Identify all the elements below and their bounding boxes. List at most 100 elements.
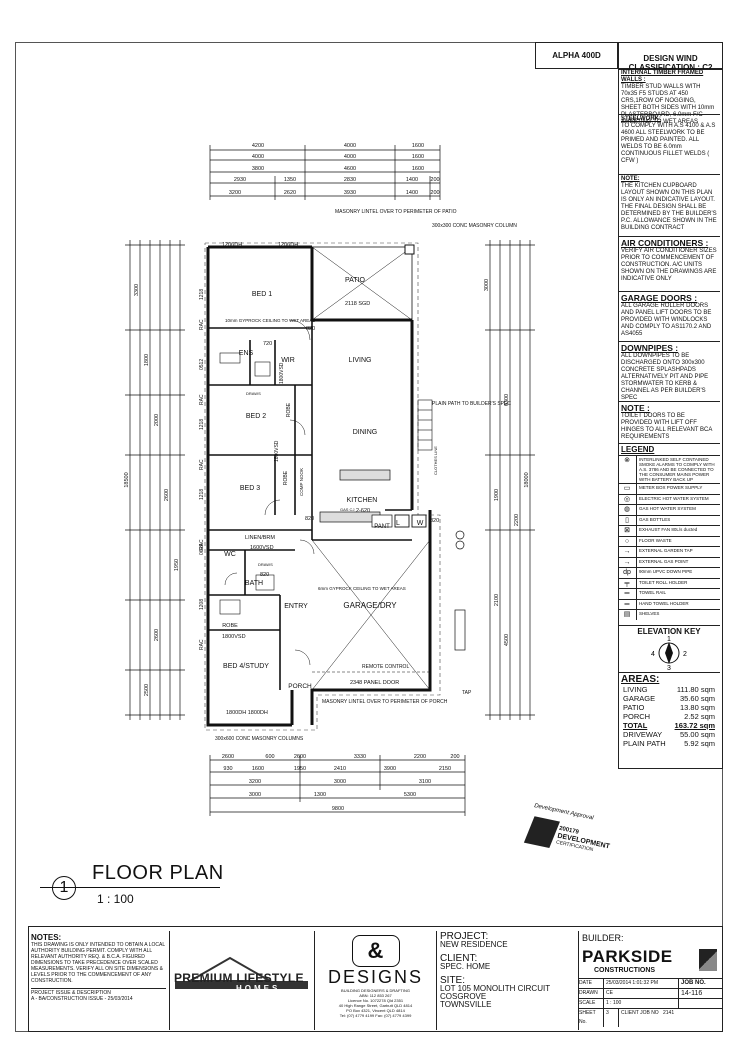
dim-right: 18000 [524, 472, 530, 487]
wind-classification: DESIGN WIND CLASSIFICATION : C2 [628, 54, 713, 72]
legend-label: GAS BOTTLES [639, 516, 671, 522]
date-label: DATE [579, 979, 604, 988]
note-panel-door: 2348 PANEL DOOR [350, 680, 399, 686]
room-bath: BATH [245, 580, 263, 587]
note-garage: GARAGE DOORS : ALL GARAGE ROLLER DOORS A… [618, 292, 720, 342]
note-title: STEELWORK: [621, 116, 661, 122]
legend-symbol-icon: ⊠ [618, 526, 637, 536]
premium-lifestyle-logo [175, 956, 308, 989]
label-window-3: 1218 [199, 419, 205, 430]
note-title: NOTE : [621, 403, 650, 413]
sheet-label: SHEET No. [579, 1009, 604, 1027]
legend-symbol-icon: ◍ [618, 505, 637, 515]
area-name: PORCH [623, 712, 651, 721]
scale-value: 1 : 100 [604, 999, 679, 1008]
legend-item: ◎ELECTRIC HOT WATER SYSTEM [618, 493, 720, 504]
legend-label: TOWEL RAIL [639, 590, 667, 595]
drawing-title-rule [40, 887, 220, 888]
room-porch: PORCH [288, 683, 312, 690]
area-name: LIVING [623, 685, 648, 694]
legend-symbol-icon: → [618, 547, 637, 557]
room-garage: GARAGE/DRY [343, 601, 397, 610]
tb-builder: BUILDER: PARKSIDE CONSTRUCTIONS [579, 931, 723, 1030]
room-wir: WIR [281, 357, 295, 364]
elev-2: 2 [683, 651, 687, 658]
label-draws2: DRAWS [258, 562, 273, 567]
note-lintel-patio: MASONRY LINTEL OVER TO PERIMETER OF PATI… [335, 209, 457, 215]
label-window-6: 1208 [199, 599, 205, 610]
label-rac5: RAC [199, 639, 205, 650]
legend-label: ELECTRIC HOT WATER SYSTEM [639, 495, 709, 501]
legend-symbol-icon: ╤ [618, 578, 637, 588]
dim-top: 1400 [406, 190, 418, 196]
label-window-4: 1218 [199, 489, 205, 500]
dim-bottom: 3000 [249, 792, 261, 798]
note-kitchen: NOTE: THE KITCHEN CUPBOARD LAYOUT SHOWN … [618, 175, 720, 237]
label-rac2: RAC [199, 394, 205, 405]
dim-top: 2620 [284, 190, 296, 196]
dim-bottom: 3200 [249, 779, 261, 785]
legend-symbol-icon: → [618, 557, 637, 567]
drawing-number: 1 [52, 876, 76, 900]
dim-right: 2200 [514, 514, 520, 526]
builder-name: PARKSIDE [582, 947, 673, 966]
label-gascj: GAS CJ [340, 507, 354, 512]
dim-door-6: 1800VSD [222, 634, 246, 640]
elevation-key: ELEVATION KEY 1 2 3 4 [618, 626, 720, 673]
room-bed2: BED 2 [246, 413, 266, 420]
designs-details: BUILDING DESIGNERS & DRAFTING ABN: 112 8… [338, 988, 413, 1018]
note-title: GARAGE DOORS : [621, 293, 698, 303]
legend: LEGEND ⊗INTERLINKED SELF CONTAINED SMOKE… [618, 444, 720, 626]
room-bed3: BED 3 [240, 485, 260, 492]
tb-issue-title: PROJECT ISSUE & DESCRIPTION [31, 988, 166, 996]
dim-door-3: 1800VSD [279, 362, 285, 384]
dim-bottom: 1600 [252, 766, 264, 772]
dim-door-4: 1800VSD [274, 440, 280, 462]
client-label: CLIENT: [440, 953, 478, 964]
label-window-5: 0609 [199, 544, 205, 555]
elev-3: 3 [667, 665, 671, 670]
tb-project: PROJECT: NEW RESIDENCE CLIENT: SPEC. HOM… [437, 931, 579, 1030]
dim-left: 2600 [154, 629, 160, 641]
dim-top: 2830 [344, 177, 356, 183]
label-clothes: CLOTHES LINE [433, 446, 438, 475]
dim-bottom: 930 [223, 766, 232, 772]
dim-bottom: 9800 [332, 806, 344, 812]
title-block [28, 926, 723, 1032]
legend-item: ═HAND TOWEL HOLDER [618, 598, 720, 609]
areas-title: AREAS: [621, 674, 660, 685]
legend-title: LEGEND [621, 445, 655, 454]
label-rac1: RAC [199, 319, 205, 330]
dim-bottom: 2600 [222, 754, 234, 760]
dim-left: 2600 [164, 489, 170, 501]
note-sgd: 2118 SGD [345, 301, 370, 307]
note-body: ALL DOWNPIPES TO BE DISCHARGED ONTO 300x… [621, 353, 709, 401]
note-title: AIR CONDITIONERS : [621, 238, 709, 248]
dim-bottom: 1950 [294, 766, 306, 772]
legend-label: GAS HOT WATER SYSTEM [639, 506, 696, 511]
room-patio: PATIO [345, 277, 366, 284]
client-value: SPEC. HOME [440, 962, 491, 971]
dim-bottom: 600 [265, 754, 274, 760]
drawn-value: CE [604, 989, 679, 998]
dim-top: 4000 [344, 143, 356, 149]
note-gyprock2: 6mm GYPROCK CEILING TO WET AREAS [318, 586, 406, 591]
legend-symbol-icon: ▯ [618, 515, 637, 525]
label-tap: TAP [462, 690, 472, 696]
legend-item: →EXTERNAL GAS POINT [618, 556, 720, 567]
note-body: VERIFY AIR CONDITIONER SIZES PRIOR TO CO… [621, 248, 717, 282]
room-robe2: ROBE [283, 470, 289, 485]
designs-name: DESIGNS [327, 967, 424, 987]
dim-top: 4600 [344, 166, 356, 172]
dim-bottom: 3000 [334, 779, 346, 785]
note-steelwork: STEELWORK: TO COMPLY WITH A.S 4100 & A.S… [618, 115, 720, 175]
legend-symbol-icon: ▭ [618, 484, 637, 494]
dim-bottom: 2600 [294, 754, 306, 760]
dim-top: 1600 [412, 154, 424, 160]
note-lintel-porch: MASONRY LINTEL OVER TO PERIMETER OF PORC… [322, 699, 448, 705]
room-bed1: BED 1 [252, 291, 272, 298]
brand-sub: HOMES [236, 984, 281, 993]
drawing-scale: 1 : 100 [97, 892, 134, 906]
note-aircon: AIR CONDITIONERS : VERIFY AIR CONDITIONE… [618, 237, 720, 292]
